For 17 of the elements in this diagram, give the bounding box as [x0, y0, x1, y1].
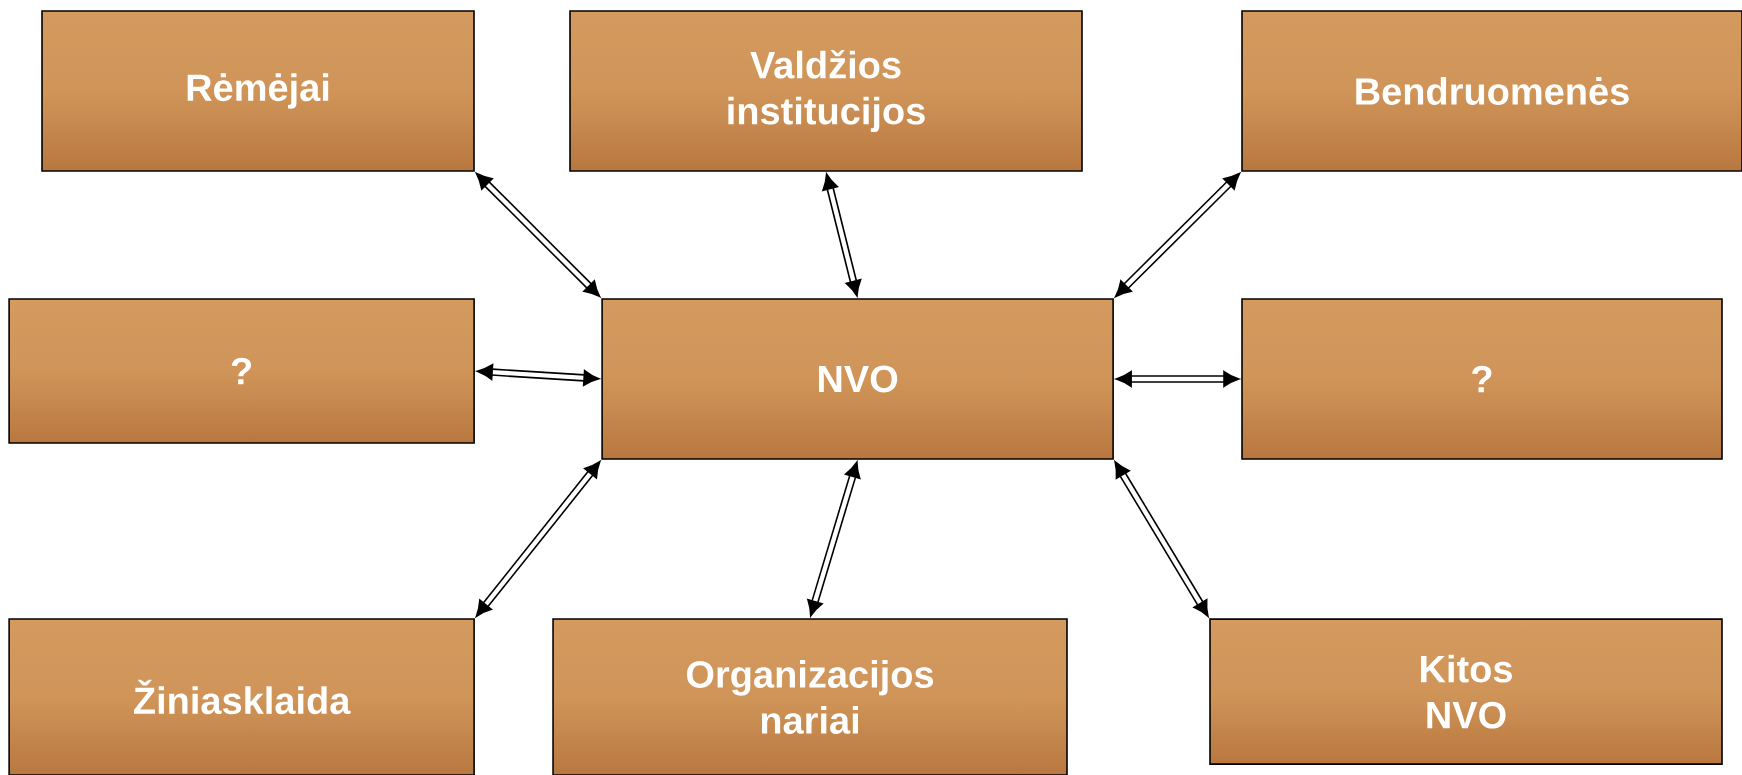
double-arrow [1115, 370, 1240, 388]
double-arrow [475, 460, 601, 617]
wood-box: Organizacijos nariai [552, 618, 1068, 775]
wood-box: Kitos NVO [1209, 618, 1723, 765]
double-arrow [807, 461, 861, 617]
wood-box: NVO [601, 298, 1114, 460]
double-arrow [1114, 172, 1241, 298]
double-arrow [1114, 461, 1209, 617]
double-arrow [822, 173, 862, 297]
wood-box: Žiniasklaida [8, 618, 475, 775]
wood-box: Valdžios institucijos [569, 10, 1083, 172]
wood-box: ? [1241, 298, 1723, 460]
wood-box: Bendruomenės [1241, 10, 1742, 172]
wood-box: ? [8, 298, 475, 444]
double-arrow [475, 172, 601, 298]
double-arrow [476, 363, 600, 387]
wood-box: Rėmėjai [41, 10, 475, 172]
